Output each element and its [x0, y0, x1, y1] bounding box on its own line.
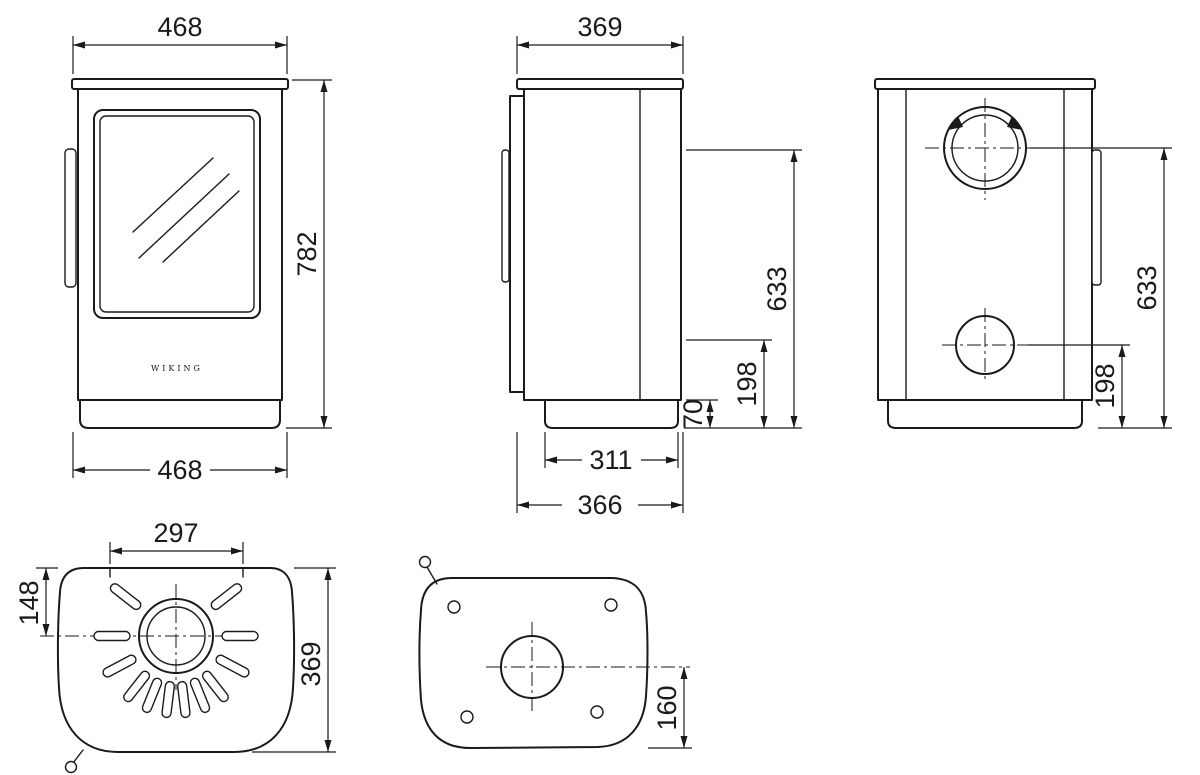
vent-slot — [189, 677, 211, 714]
bottom-view — [418, 555, 690, 749]
back-view — [874, 78, 1102, 429]
top-view — [40, 567, 296, 774]
corner-hole — [604, 598, 618, 612]
bottom-plate-outline — [418, 577, 649, 749]
side-base — [544, 399, 679, 429]
side-door-handle — [501, 149, 510, 283]
glass-reflections — [132, 157, 240, 263]
front-base — [79, 399, 281, 429]
vent-slot — [176, 680, 191, 719]
front-top-plate — [71, 78, 289, 90]
dim-front-width-bottom: 468 — [72, 432, 288, 485]
dim-top-vent-width: 297 — [109, 518, 244, 564]
dim-top-flue-offset: 148 — [14, 567, 58, 636]
back-top-plate — [874, 78, 1096, 90]
side-view — [501, 78, 684, 429]
dim-front-width-top: 468 — [72, 12, 288, 74]
dim-label: 297 — [153, 518, 198, 548]
dim-side-depth-top: 369 — [516, 12, 684, 74]
dim-label: 198 — [1090, 363, 1120, 408]
brand-label: WIKING — [151, 364, 203, 373]
dim-label: 311 — [589, 445, 632, 475]
corner-hole — [460, 710, 474, 724]
rotation-arrow-icon — [948, 116, 963, 130]
handle-knob-stem — [72, 749, 84, 764]
glass-reflection-line — [138, 173, 230, 259]
vent-slot — [102, 654, 137, 678]
vent-slots — [93, 583, 259, 719]
front-door-glass — [93, 109, 261, 319]
dim-back-flue-height: 633 — [1030, 147, 1172, 429]
dim-label: 369 — [296, 641, 326, 686]
front-door-handle — [64, 148, 77, 288]
dim-label: 70 — [678, 399, 708, 429]
front-body — [77, 88, 283, 401]
glass-reflection-line — [162, 190, 240, 263]
handle-knob-stem — [426, 566, 438, 585]
side-door-front — [509, 95, 525, 393]
dim-label: 366 — [577, 490, 622, 520]
vent-slot — [215, 654, 250, 678]
vent-slot — [141, 677, 163, 714]
dim-side-body-depth: 366 — [516, 432, 684, 520]
back-door-handle — [1091, 149, 1102, 286]
dim-label: 160 — [652, 685, 682, 730]
dim-side-flue-height: 633 — [684, 149, 802, 429]
dim-label: 782 — [292, 231, 322, 276]
dim-top-depth: 369 — [252, 567, 336, 753]
side-body — [523, 88, 682, 401]
dim-label: 633 — [1132, 265, 1162, 310]
dim-front-height: 782 — [286, 79, 332, 429]
dim-label: 468 — [157, 455, 202, 485]
vent-slot — [201, 670, 229, 703]
handle-knob — [418, 555, 432, 569]
rotation-arrow-icon — [1007, 116, 1022, 130]
dim-label: 198 — [732, 361, 762, 406]
door-glass-inner — [99, 115, 255, 313]
handle-knob — [64, 760, 78, 774]
dim-label: 148 — [14, 580, 44, 625]
vent-slot — [93, 630, 131, 642]
dim-back-rear-outlet-height: 198 — [1028, 344, 1130, 428]
dim-bottom-outlet-offset: 160 — [648, 667, 692, 749]
vent-slot — [123, 670, 151, 703]
dim-label: 633 — [762, 266, 792, 311]
dim-label: 369 — [577, 12, 622, 42]
vent-slot — [210, 583, 243, 611]
vent-slot — [221, 630, 259, 642]
glass-reflection-line — [132, 157, 214, 233]
dim-side-base-height: 70 — [678, 399, 718, 429]
back-base — [887, 399, 1083, 429]
dim-side-rear-outlet-height: 198 — [686, 339, 772, 428]
top-plate-outline — [56, 567, 296, 753]
front-view: WIKING — [64, 78, 289, 429]
corner-hole — [590, 705, 604, 719]
dim-label: 468 — [157, 12, 202, 42]
dim-side-base-depth: 311 — [544, 432, 679, 475]
vent-slot — [109, 583, 142, 611]
side-top-plate — [516, 78, 684, 90]
vent-slot — [161, 680, 176, 719]
corner-hole — [447, 600, 461, 614]
